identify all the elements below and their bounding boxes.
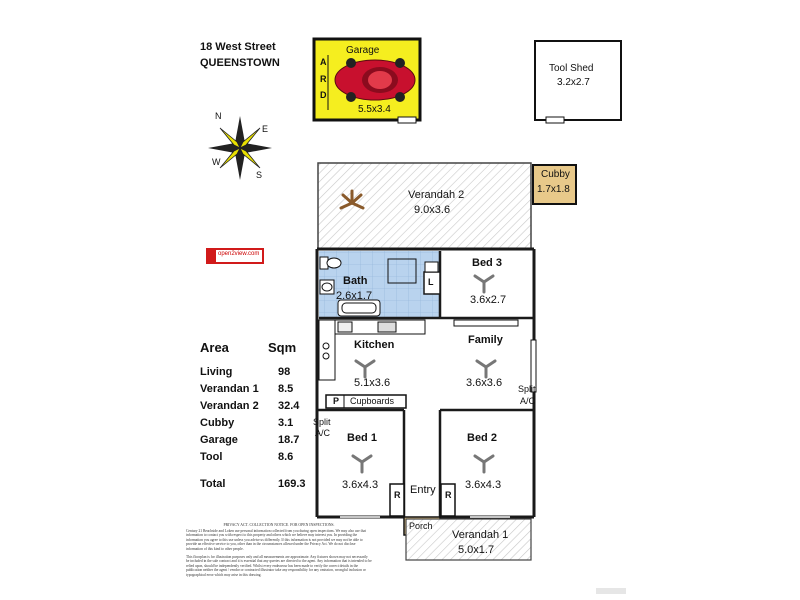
area-row-value: 8.5: [278, 383, 294, 395]
house-walls: [315, 247, 536, 519]
entry-name: Entry: [410, 484, 436, 496]
garage-ard-r: R: [320, 74, 327, 84]
car-icon: [334, 58, 416, 102]
compass-n: N: [215, 111, 222, 121]
bed2-fan-icon: [473, 454, 495, 474]
tool-shed-size: 3.2x2.7: [557, 77, 590, 88]
cubby-size: 1.7x1.8: [537, 184, 570, 195]
disclaimer-para-1: Century 21 Beachside and Loken use perso…: [186, 528, 366, 551]
split-ac-right-2: A/C: [520, 396, 536, 406]
garage-ard-a: A: [320, 57, 327, 67]
robe-1-label: R: [394, 490, 401, 500]
verandah2-name: Verandah 2: [408, 189, 465, 201]
bath-name: Bath: [343, 275, 368, 287]
garage-size: 5.5x3.4: [358, 104, 391, 115]
area-header: Area: [200, 340, 229, 355]
area-table: Area Sqm Living 98 Verandan 1 8.5 Verandan…: [200, 340, 340, 495]
family-size: 3.6x3.6: [466, 377, 503, 389]
logo-text: open2view.com: [218, 251, 260, 257]
kitchen-fan-icon: [354, 359, 376, 379]
laundry-tub-icon: [424, 261, 439, 273]
garage: [312, 37, 422, 124]
area-row-name: Living: [200, 366, 233, 378]
garage-title: Garage: [346, 45, 380, 56]
area-total-value: 169.3: [278, 478, 306, 490]
sqm-header: Sqm: [268, 340, 297, 355]
verandah1-size: 5.0x1.7: [458, 544, 495, 556]
porch-name: Porch: [409, 521, 433, 531]
kitchen-benches: [318, 319, 426, 381]
bed1-name: Bed 1: [347, 432, 377, 444]
compass-s: S: [256, 170, 263, 180]
area-row-name: Verandan 2: [200, 400, 259, 412]
cupboards-label: Cupboards: [350, 396, 395, 406]
bed1-fan-icon: [351, 454, 373, 474]
compass-w: W: [212, 157, 221, 167]
area-row-name: Cubby: [200, 417, 235, 429]
area-row-value: 32.4: [278, 400, 300, 412]
ceiling-fan-icon: [339, 189, 365, 210]
robe-2-outline: [440, 483, 456, 517]
compass-e: E: [262, 124, 269, 134]
address-line-1: 18 West Street: [200, 41, 276, 53]
family-fan-icon: [475, 359, 497, 379]
address-line-2: QUEENSTOWN: [200, 57, 280, 69]
toilet-icon: [319, 256, 342, 270]
cubby-title: Cubby: [541, 169, 570, 180]
robe-2-label: R: [445, 490, 452, 500]
pantry-label: P: [333, 396, 340, 406]
kitchen-size: 5.1x3.6: [354, 377, 391, 389]
area-row-value: 8.6: [278, 451, 294, 463]
verandah1-name: Verandah 1: [452, 529, 509, 541]
area-total-name: Total: [200, 478, 226, 490]
cupboards-outline: [325, 394, 407, 409]
shower-outline: [387, 258, 417, 284]
split-ac-left-2: A/C: [315, 428, 331, 438]
area-row-value: 98: [278, 366, 291, 378]
area-row-name: Tool: [200, 451, 223, 463]
disclaimer: PRIVACY ACT. COLLECTION NOTICE. FOR OPEN…: [186, 523, 372, 578]
laundry-label: L: [428, 277, 434, 287]
bed3-size: 3.6x2.7: [470, 294, 507, 306]
kitchen-name: Kitchen: [354, 339, 395, 351]
family-name: Family: [468, 334, 503, 346]
tool-shed-outline: [534, 40, 622, 121]
split-ac-left-1: Split: [313, 417, 331, 427]
verandah-1-area: [405, 518, 532, 561]
area-row-name: Garage: [200, 434, 238, 446]
bed2-size: 3.6x4.3: [465, 479, 502, 491]
split-ac-right-1: Split: [518, 384, 536, 394]
area-row-name: Verandan 1: [200, 383, 259, 395]
disclaimer-para-2: This floorplan is for illustration purpo…: [186, 554, 372, 577]
compass-icon: [208, 116, 272, 180]
area-row-value: 3.1: [278, 417, 294, 429]
bed2-name: Bed 2: [467, 432, 497, 444]
tool-shed-title: Tool Shed: [549, 63, 594, 74]
bed3-fan-icon: [473, 274, 495, 294]
verandah-2-area: [317, 162, 532, 250]
garage-ard-d: D: [320, 90, 327, 100]
robe-1-outline: [389, 483, 405, 517]
disclaimer-heading: PRIVACY ACT. COLLECTION NOTICE. FOR OPEN…: [223, 523, 335, 527]
bathtub-icon: [337, 299, 381, 317]
basin-icon: [319, 279, 335, 295]
bath-size: 2.6x1.7: [336, 290, 373, 302]
area-row-value: 18.7: [278, 434, 300, 446]
bed1-size: 3.6x4.3: [342, 479, 379, 491]
bed3-name: Bed 3: [472, 257, 502, 269]
verandah2-size: 9.0x3.6: [414, 204, 451, 216]
cubby-outline: [532, 164, 577, 205]
